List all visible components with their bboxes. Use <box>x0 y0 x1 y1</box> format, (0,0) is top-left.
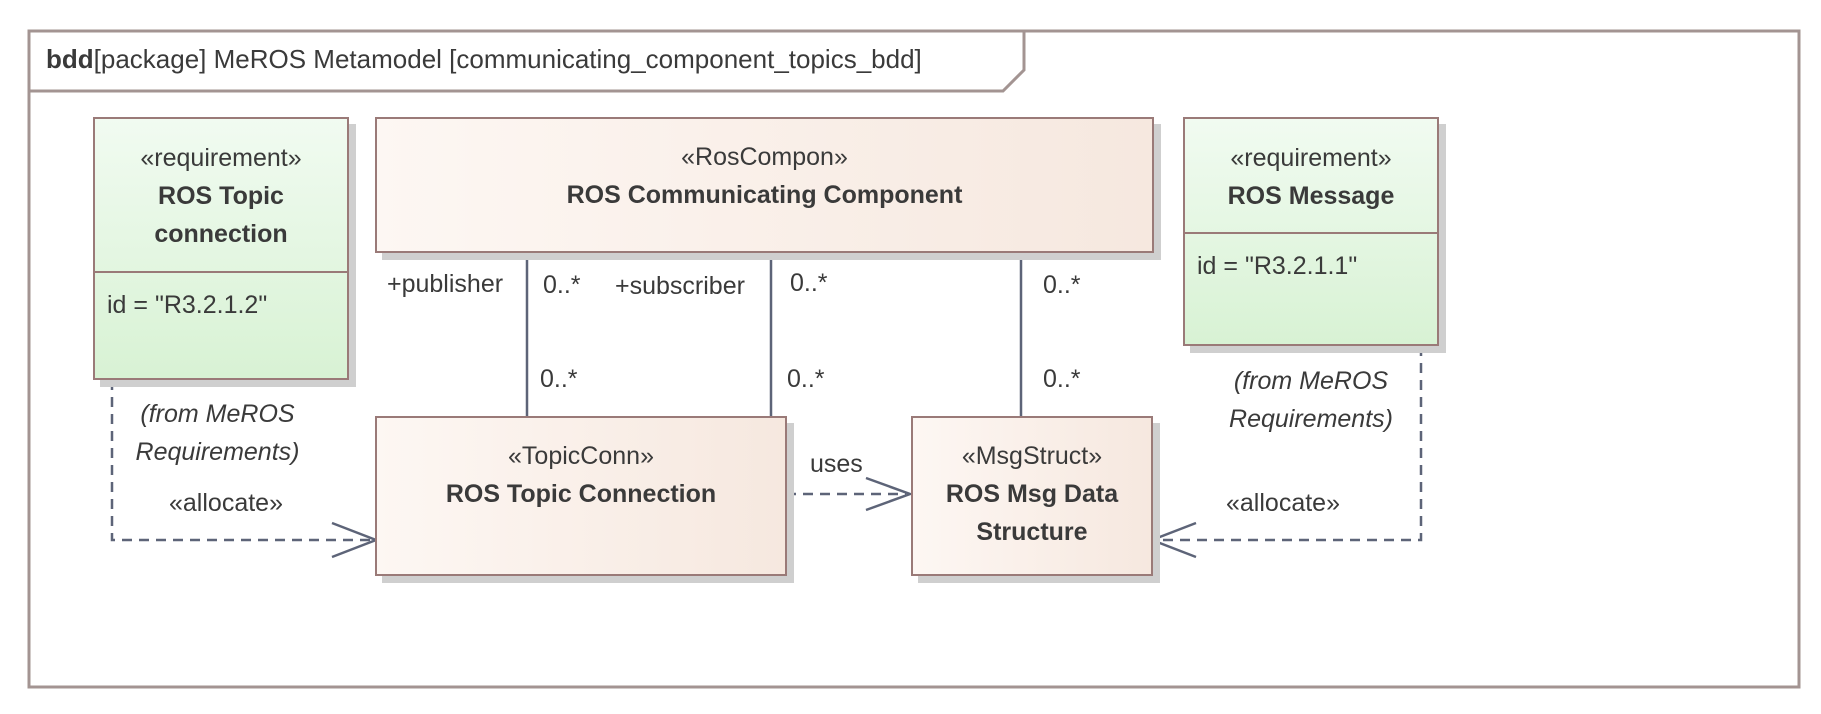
origin-line2: Requirements) <box>135 438 300 466</box>
origin-line1: (from MeROS <box>140 400 295 428</box>
frame-name: [package] MeROS Metamodel [communicating… <box>93 44 922 74</box>
origin-note-left: (from MeROS Requirements) <box>125 395 310 471</box>
frame-title: bdd[package] MeROS Metamodel [communicat… <box>46 44 922 75</box>
publisher-role-label: +publisher <box>387 270 504 298</box>
attribute-compartment: id = "R3.2.1.2" <box>95 271 347 338</box>
block-name: ROS Topic Connection <box>445 480 717 508</box>
block-header: «requirement» ROS Topic connection <box>95 119 347 271</box>
block-header: «requirement» ROS Message <box>1185 119 1437 232</box>
allocate-left-label: «allocate» <box>169 489 283 517</box>
requirement-id: id = "R3.2.1.1" <box>1197 252 1358 280</box>
origin-line2: Requirements) <box>1229 405 1393 433</box>
block-name-line2: Structure <box>976 518 1088 546</box>
stereotype-label: «TopicConn» <box>508 442 654 470</box>
block-ros-communicating-component[interactable]: «RosCompon» ROS Communicating Component <box>375 117 1154 253</box>
uses-arrowhead <box>865 476 914 512</box>
requirement-ros-topic-connection[interactable]: «requirement» ROS Topic connection id = … <box>93 117 349 380</box>
stereotype-label: «MsgStruct» <box>961 442 1103 470</box>
stereotype-label: «RosCompon» <box>681 143 848 171</box>
allocate-left-dependency <box>110 380 372 542</box>
origin-line1: (from MeROS <box>1233 367 1389 395</box>
block-ros-msg-data-structure[interactable]: «MsgStruct» ROS Msg Data Structure <box>911 416 1153 576</box>
block-name: ROS Message <box>1227 182 1395 210</box>
msg-multiplicity-top: 0..* <box>1043 271 1081 299</box>
attribute-compartment: id = "R3.2.1.1" <box>1185 232 1437 299</box>
block-header: «RosCompon» ROS Communicating Component <box>377 119 1152 214</box>
subscriber-multiplicity-bottom: 0..* <box>787 365 825 393</box>
origin-note-right: (from MeROS Requirements) <box>1213 362 1409 438</box>
block-header: «MsgStruct» ROS Msg Data Structure <box>913 418 1151 551</box>
publisher-multiplicity-bottom: 0..* <box>540 365 578 393</box>
block-header: «TopicConn» ROS Topic Connection <box>377 418 785 513</box>
publisher-multiplicity-top: 0..* <box>543 271 581 299</box>
subscriber-role-label: +subscriber <box>615 272 745 300</box>
block-name-line2: connection <box>154 220 288 248</box>
requirement-ros-message[interactable]: «requirement» ROS Message id = "R3.2.1.1… <box>1183 117 1439 346</box>
block-name-line1: ROS Msg Data <box>945 480 1119 508</box>
msg-multiplicity-bottom: 0..* <box>1043 365 1081 393</box>
block-ros-topic-connection[interactable]: «TopicConn» ROS Topic Connection <box>375 416 787 576</box>
stereotype-label: «requirement» <box>1230 144 1392 172</box>
frame-kind: bdd <box>46 44 94 74</box>
block-name: ROS Communicating Component <box>566 181 963 209</box>
diagram-frame <box>27 29 1801 689</box>
allocate-right-dependency <box>1156 346 1423 542</box>
frame-title-tab <box>29 31 1026 93</box>
stereotype-label: «requirement» <box>140 144 302 172</box>
allocate-right-label: «allocate» <box>1226 489 1340 517</box>
subscriber-multiplicity-top: 0..* <box>790 269 828 297</box>
block-name-line1: ROS Topic <box>158 182 284 210</box>
requirement-id: id = "R3.2.1.2" <box>107 291 268 319</box>
uses-label: uses <box>810 450 863 478</box>
